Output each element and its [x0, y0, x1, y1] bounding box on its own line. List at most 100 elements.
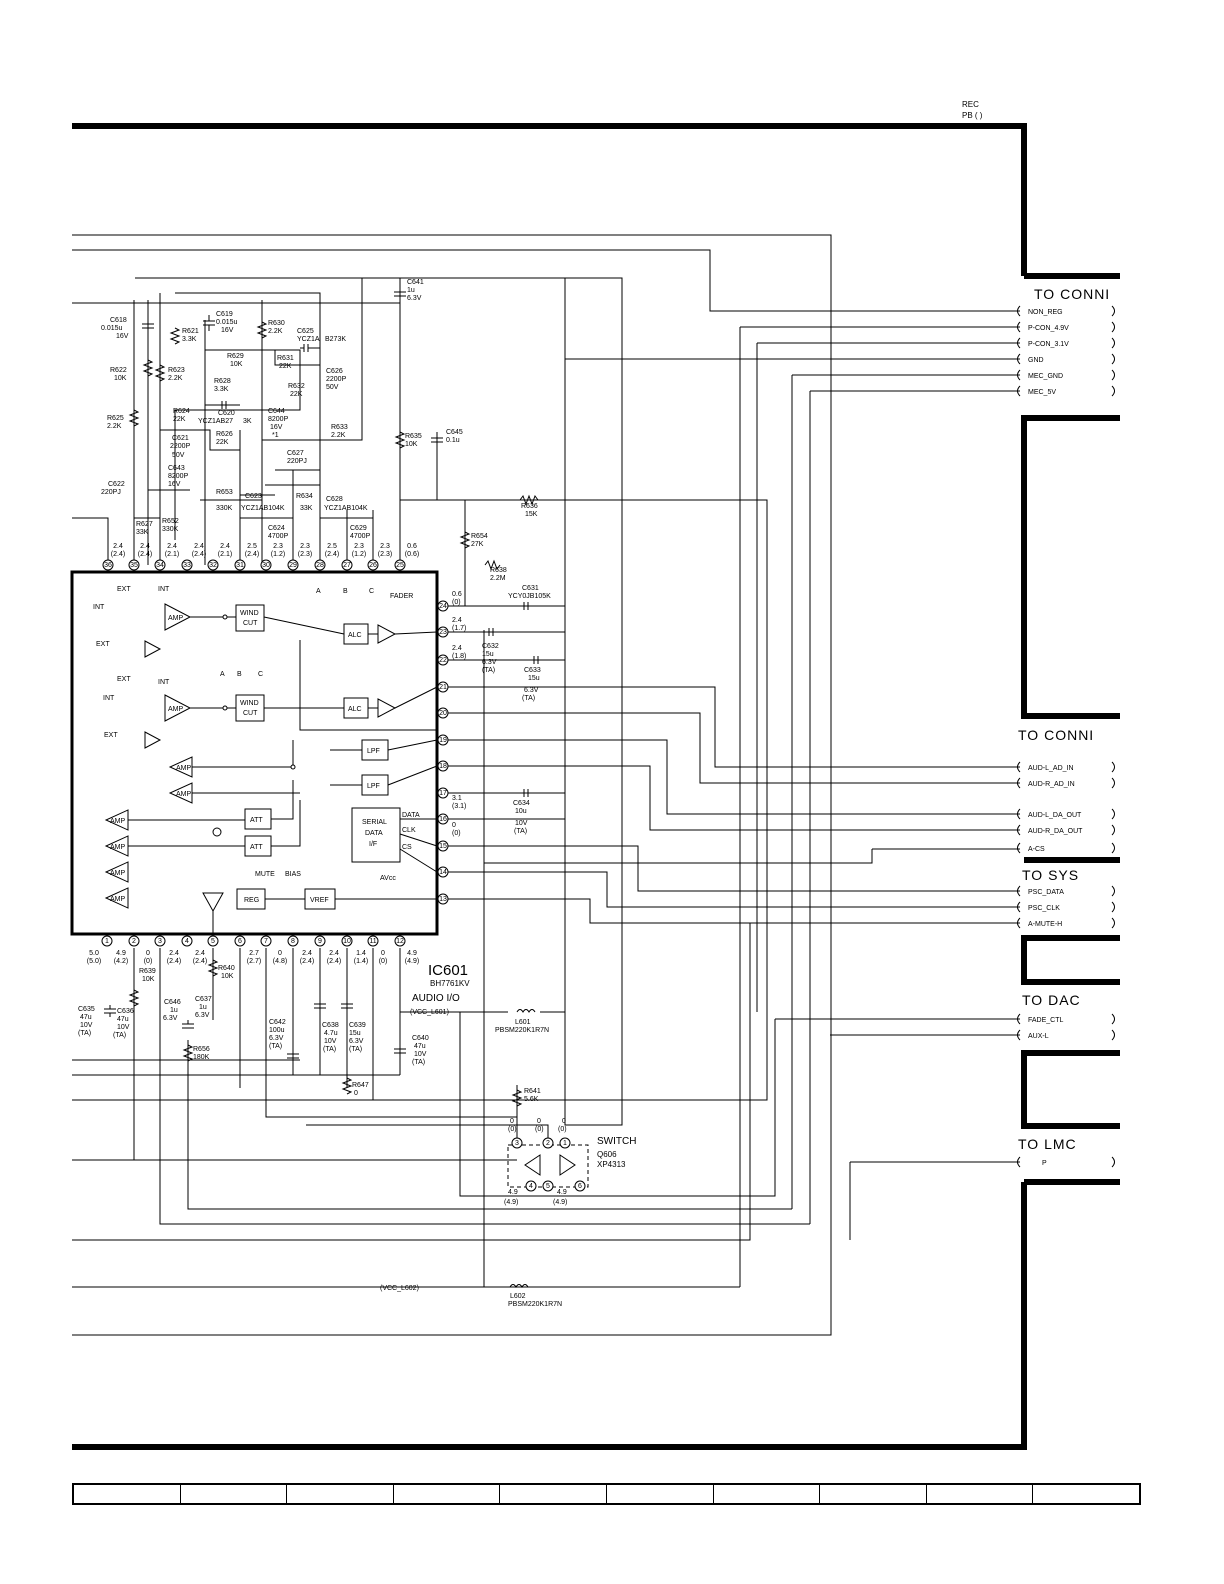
svg-text:29: 29 — [289, 562, 297, 569]
svg-text:18: 18 — [439, 763, 447, 770]
svg-text:(2.4): (2.4) — [193, 958, 207, 965]
amp-triangle — [104, 861, 129, 883]
svg-text:4.9: 4.9 — [557, 1189, 567, 1196]
buffer-triangle — [144, 640, 162, 658]
att-label: ATT — [250, 817, 263, 824]
svg-text:(2.1): (2.1) — [218, 551, 232, 558]
svg-text:2.3: 2.3 — [380, 543, 390, 550]
port-fade-ctl: FADE_CTL — [1028, 1017, 1064, 1024]
amp-label: AMP — [176, 765, 192, 772]
svg-text:(0): (0) — [508, 1126, 517, 1133]
ic-pin: 332.4(2.4) — [181, 543, 206, 571]
svg-text:(2.3): (2.3) — [378, 551, 392, 558]
connector-title-conni-2: TO CONNI — [1018, 727, 1094, 743]
svg-text:25: 25 — [396, 562, 404, 569]
svg-text:5: 5 — [546, 1183, 550, 1190]
component-symbols — [104, 291, 539, 1288]
svg-text:(0): (0) — [144, 958, 153, 965]
ic-pin: 110(0) — [367, 935, 387, 965]
buffer-triangle — [144, 731, 162, 749]
svg-text:14: 14 — [439, 869, 447, 876]
ic-pin: 15.0(5.0) — [87, 935, 113, 965]
svg-text:6: 6 — [578, 1183, 582, 1190]
svg-text:2: 2 — [132, 938, 136, 945]
ic601-function: AUDIO I/O — [412, 993, 460, 1004]
amp-triangle — [164, 603, 192, 631]
data-pin-label: DATA — [402, 812, 420, 819]
svg-text:(2.1): (2.1) — [165, 551, 179, 558]
ic601-internal-blocks: AMP AMP WIND CUT WIND CUT ALC ALC LPF LP… — [93, 586, 438, 934]
int-label: INT — [103, 695, 115, 702]
ic-pin: 302.3(1.2) — [260, 543, 285, 571]
grid-cell — [714, 1485, 821, 1503]
l601-net: (VCC_L601) — [410, 1009, 449, 1016]
l601-part: PBSM220K1R7N — [495, 1027, 549, 1034]
ic-pin: 232.4(1.7) — [437, 617, 466, 638]
port-non-reg: NON_REG — [1028, 309, 1063, 316]
svg-text:(4.8): (4.8) — [273, 958, 287, 965]
buffer-triangle — [202, 892, 224, 913]
c-label: C — [258, 671, 263, 678]
connector-title-dac: TO DAC — [1022, 992, 1081, 1008]
port-gnd: GND — [1028, 357, 1044, 364]
svg-text:(4.2): (4.2) — [114, 958, 128, 965]
svg-text:35: 35 — [130, 562, 138, 569]
port-p-con-4-9v: P-CON_4.9V — [1028, 325, 1069, 332]
ic-pin: 222.4(1.8) — [437, 645, 466, 666]
ic-pin: 70(4.8) — [260, 935, 287, 965]
port-p-con-3-1v: P-CON_3.1V — [1028, 341, 1069, 348]
svg-text:(2.7): (2.7) — [247, 958, 261, 965]
svg-text:(4.9): (4.9) — [405, 958, 419, 965]
grid-cell — [500, 1485, 607, 1503]
ic-pin: 30(0) — [144, 935, 166, 965]
grid-cell — [74, 1485, 181, 1503]
svg-text:(2.4): (2.4) — [167, 958, 181, 965]
a-label: A — [316, 588, 321, 595]
l602-part: PBSM220K1R7N — [508, 1301, 562, 1308]
grid-cell — [820, 1485, 927, 1503]
ic-pin: 18 — [437, 760, 449, 772]
b-label: B — [237, 671, 242, 678]
switch-ref: Q606 — [597, 1150, 617, 1159]
svg-text:23: 23 — [439, 629, 447, 636]
fader-label: FADER — [390, 593, 413, 600]
serial-label-1: SERIAL — [362, 819, 387, 826]
svg-text:19: 19 — [439, 737, 447, 744]
ic-pin: 101.4(1.4) — [341, 935, 368, 965]
ext-label: EXT — [117, 586, 131, 593]
int-label: INT — [158, 586, 170, 593]
l601-ref: L601 — [515, 1019, 531, 1026]
svg-text:31: 31 — [236, 562, 244, 569]
ic-pin: 362.4(2.4) — [102, 543, 125, 571]
ic-pin: 160(0) — [437, 813, 461, 837]
mute-label: MUTE — [255, 871, 275, 878]
port-mec-5v: MEC_5V — [1028, 389, 1056, 396]
svg-text:0.6: 0.6 — [407, 543, 417, 550]
svg-text:(0): (0) — [452, 599, 461, 606]
svg-text:(2.4): (2.4) — [192, 551, 206, 558]
svg-text:0: 0 — [146, 950, 150, 957]
ext-label: EXT — [117, 676, 131, 683]
svg-text:4.9: 4.9 — [508, 1189, 518, 1196]
connector-title-conni-1: TO CONNI — [1034, 286, 1110, 302]
svg-text:6: 6 — [238, 938, 242, 945]
b-label: B — [343, 588, 348, 595]
